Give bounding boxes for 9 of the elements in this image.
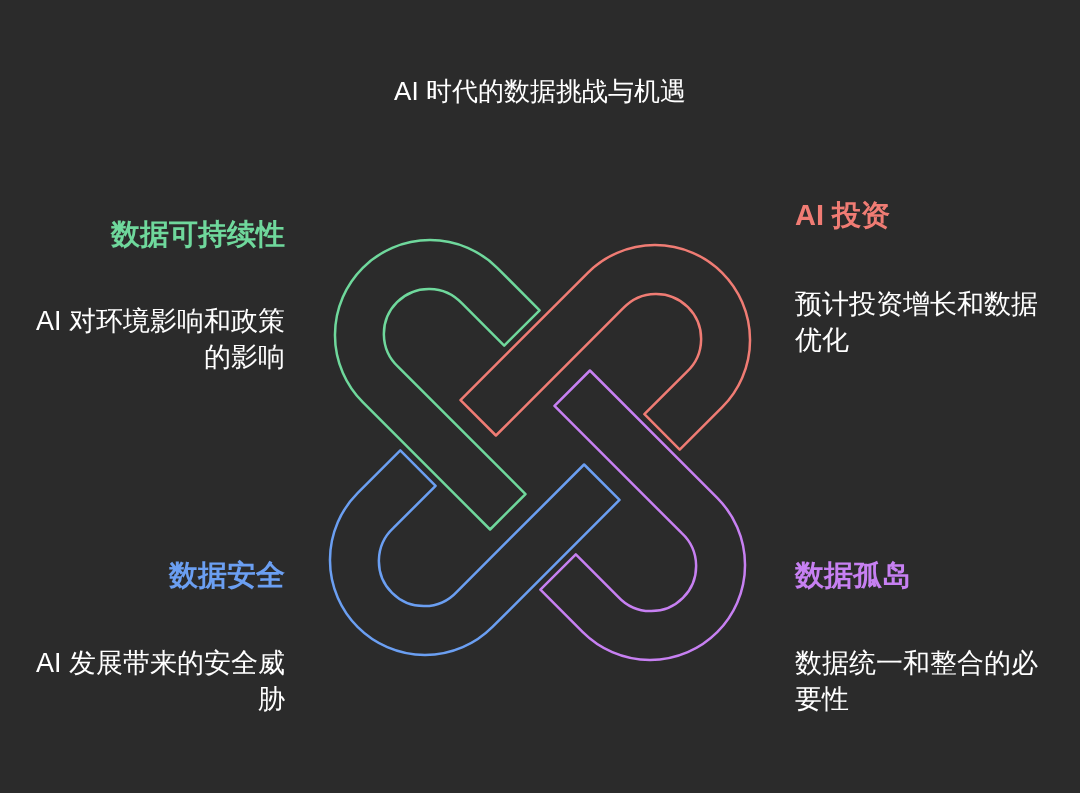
section-heading: 数据安全	[169, 558, 285, 593]
section-description: AI 对环境影响和政策的影响	[35, 305, 285, 375]
section-description: AI 发展带来的安全威胁	[35, 647, 285, 717]
diagram-title: AI 时代的数据挑战与机遇	[393, 75, 687, 108]
section-description: 数据统一和整合的必要性	[795, 647, 1039, 717]
section-heading: AI 投资	[795, 198, 891, 233]
section-heading: 数据孤岛	[795, 558, 911, 593]
section-description: 预计投资增长和数据优化	[795, 288, 1039, 358]
section-heading: 数据可持续性	[111, 217, 285, 252]
